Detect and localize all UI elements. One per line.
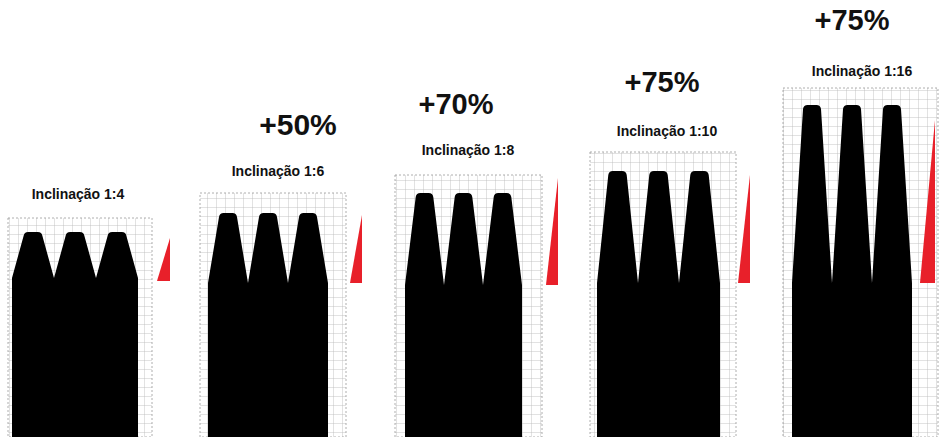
tooth-panel <box>8 218 170 437</box>
gain-label: +75% <box>815 4 890 37</box>
grid-paper <box>395 175 542 437</box>
gain-label: +70% <box>419 88 494 121</box>
slope-label: Inclinação 1:4 <box>32 186 125 202</box>
tooth-panel <box>590 152 750 437</box>
tooth-panel <box>395 175 558 437</box>
slope-triangle <box>920 120 935 283</box>
slope-triangle <box>738 175 750 283</box>
tooth-profile <box>597 171 720 437</box>
gain-label: +50% <box>259 108 337 143</box>
slope-label: Inclinação 1:16 <box>812 63 912 79</box>
slope-triangle <box>546 178 558 285</box>
grid-paper <box>8 218 152 437</box>
slope-label: Inclinação 1:8 <box>422 142 515 158</box>
slope-triangle <box>350 215 362 283</box>
tooth-panel <box>200 193 362 437</box>
grid-paper <box>200 193 346 437</box>
slope-label: Inclinação 1:6 <box>232 163 325 179</box>
tooth-profile <box>405 193 522 437</box>
slope-label: Inclinação 1:10 <box>617 123 717 139</box>
tooth-profile <box>208 213 328 437</box>
grid-paper <box>590 152 736 437</box>
tooth-profile <box>792 105 912 437</box>
slope-triangle <box>157 238 170 281</box>
grid-paper <box>783 88 938 437</box>
tooth-profile <box>12 232 138 437</box>
tooth-panel <box>783 88 938 437</box>
gain-label: +75% <box>625 66 700 99</box>
